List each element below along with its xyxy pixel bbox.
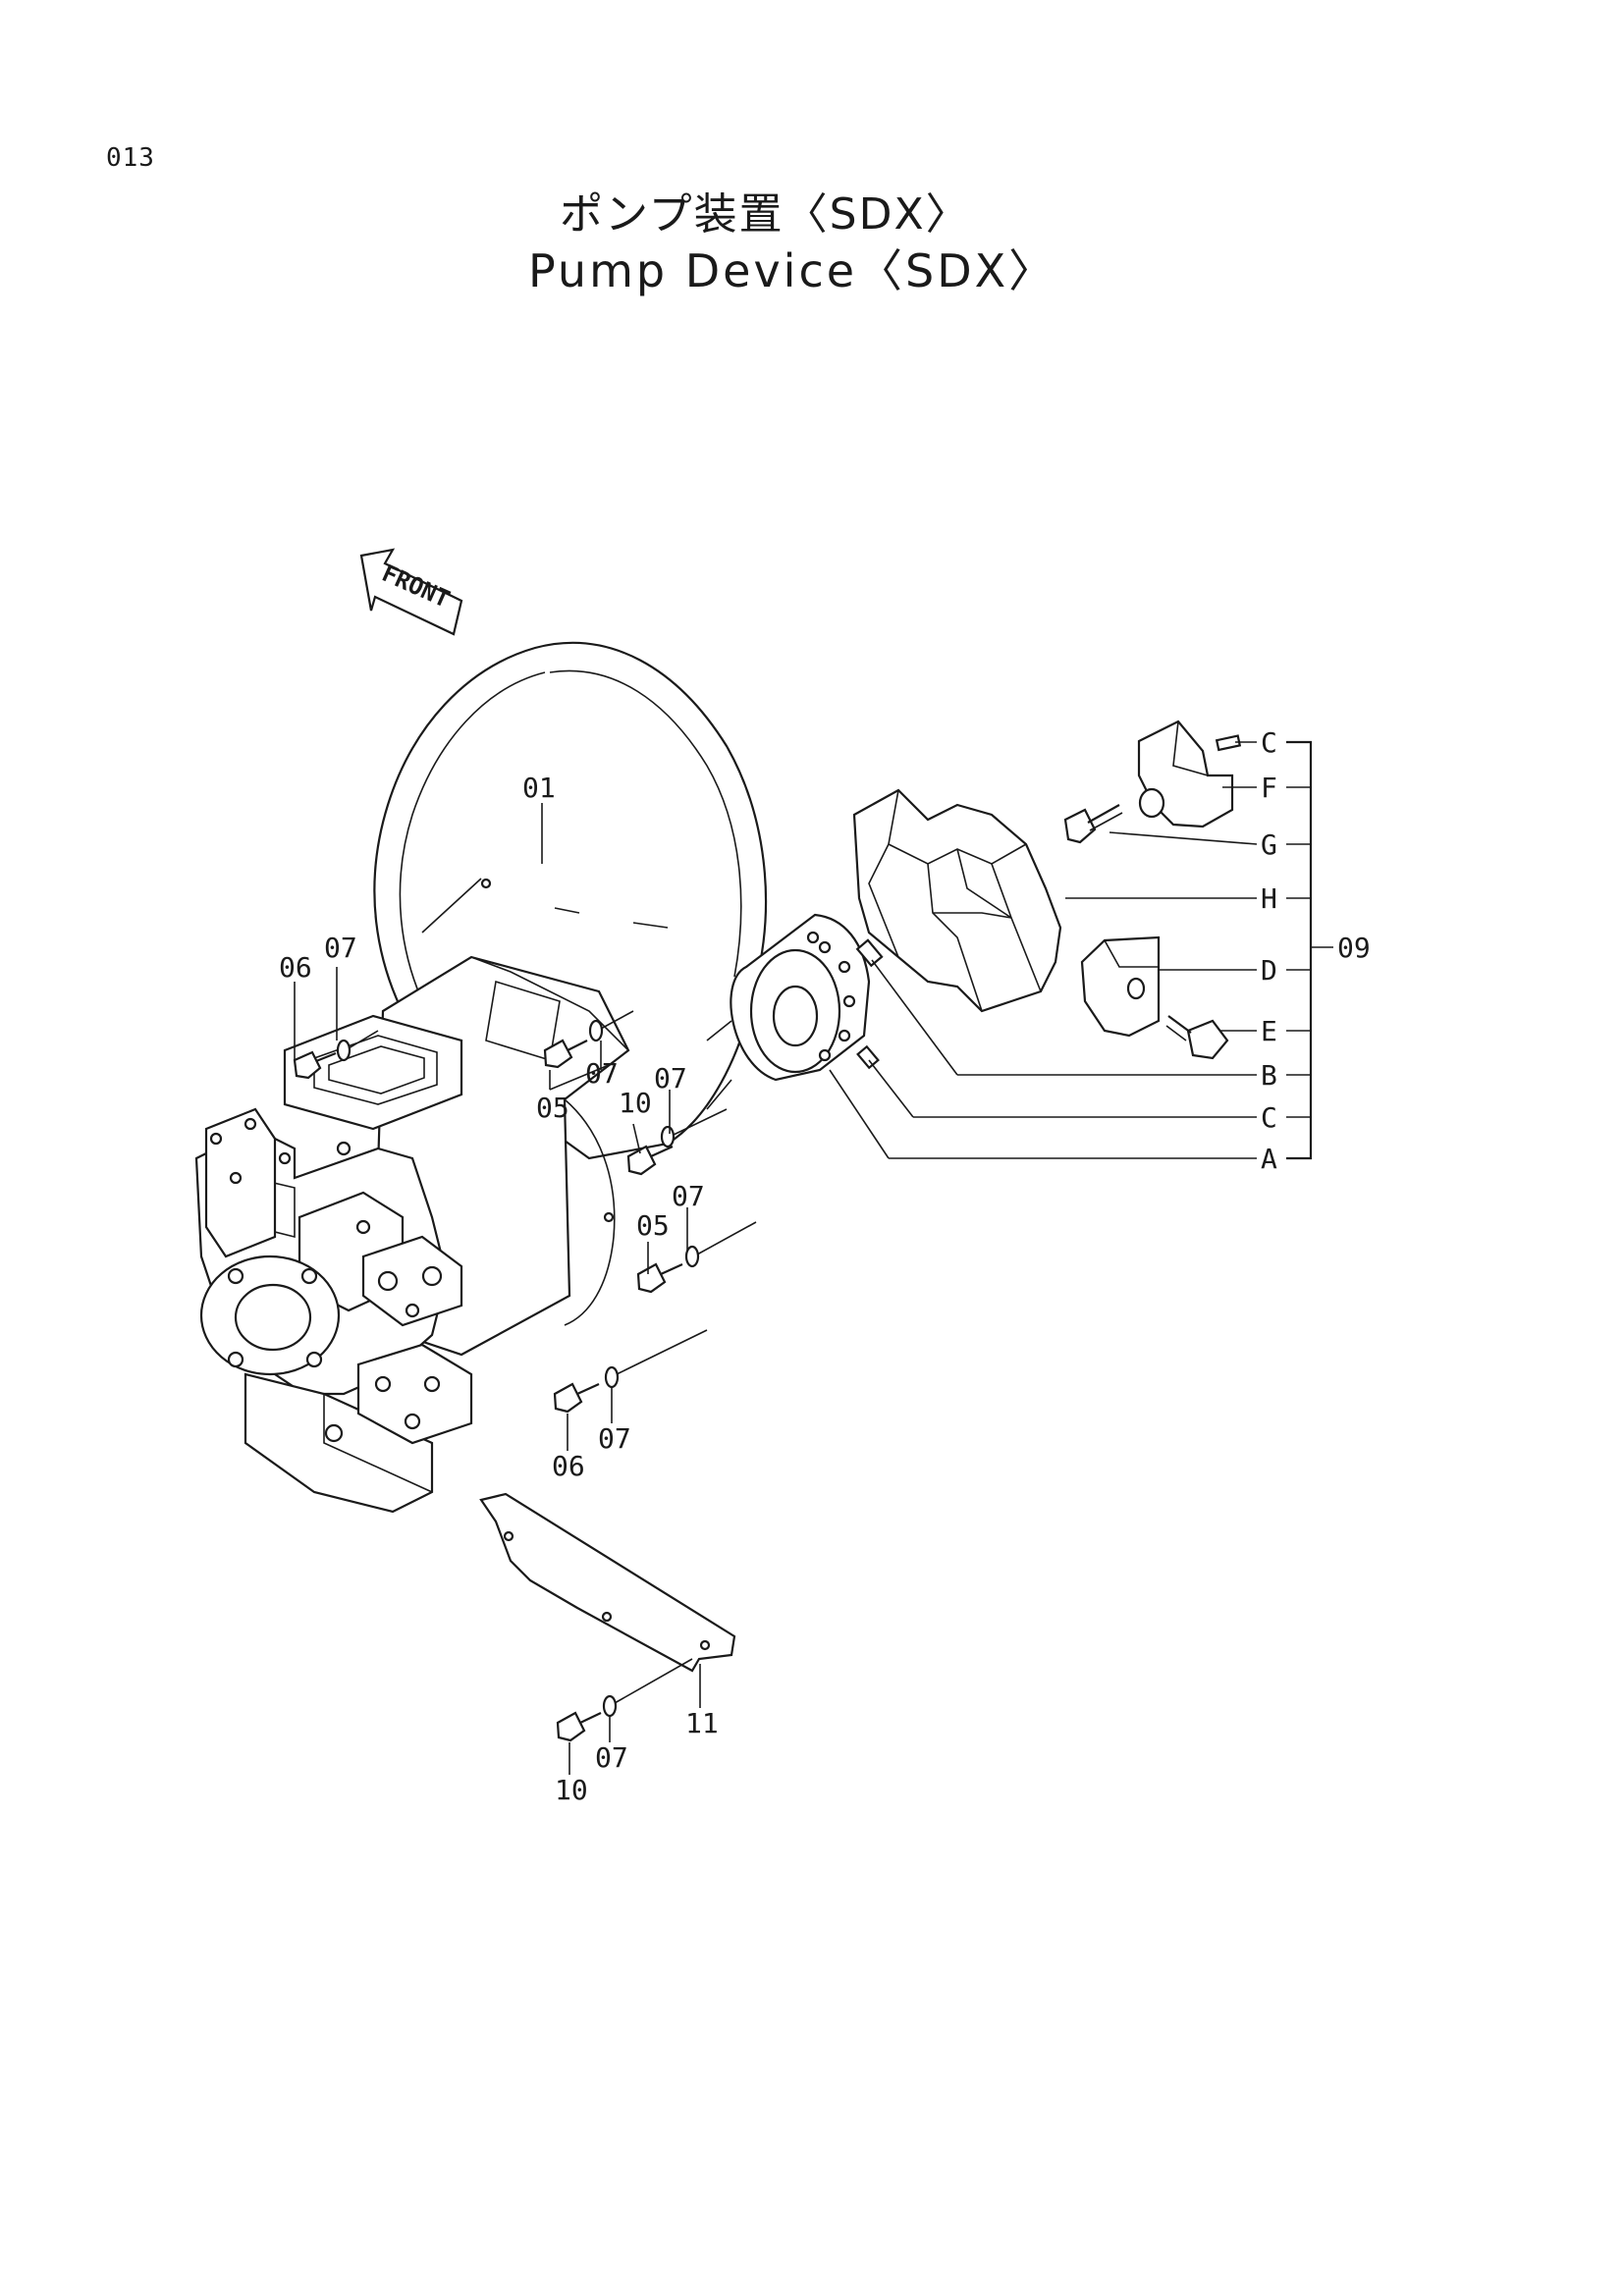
callout-07b: 07 [585, 1057, 619, 1090]
title-japanese: ポンプ装置〈SDX〉 [560, 189, 971, 240]
kit-letter-f: F [1261, 772, 1277, 804]
title-english: Pump Device〈SDX〉 [528, 244, 1057, 297]
callout-10b: 10 [555, 1774, 588, 1806]
front-arrow-icon: FRONT [359, 548, 463, 636]
callout-labels: 01 06 07 07 05 10 07 07 05 06 07 11 10 0… [279, 772, 1371, 1806]
kit-letter-a: A [1261, 1143, 1277, 1175]
callout-07a: 07 [324, 932, 357, 964]
bolts-and-washers-drawing [293, 1010, 757, 1742]
leader-lines [294, 740, 1333, 1775]
kit-item-letters: C F G H D E B C A [1261, 726, 1277, 1175]
callout-07c: 07 [654, 1062, 687, 1095]
kit-letter-b: B [1261, 1059, 1277, 1092]
callout-07e: 07 [598, 1422, 631, 1455]
coupling-segments-drawing [1063, 720, 1242, 1060]
kit-letter-g: G [1261, 828, 1277, 861]
callout-06a: 06 [279, 951, 312, 984]
kit-letter-d: D [1261, 954, 1277, 987]
kit-letter-c-bottom: C [1261, 1101, 1277, 1134]
callout-05a: 05 [536, 1092, 569, 1124]
callout-06b: 06 [552, 1450, 585, 1482]
callout-01: 01 [522, 772, 556, 804]
callout-07d: 07 [672, 1180, 705, 1212]
front-arrow-label: FRONT [378, 560, 454, 614]
page-number: 013 [106, 143, 155, 173]
callout-10a: 10 [619, 1087, 652, 1119]
rubber-coupling-drawing [852, 788, 1062, 1013]
coupling-hub-drawing [730, 913, 884, 1082]
callout-05b: 05 [636, 1209, 670, 1242]
kit-letter-h: H [1261, 882, 1277, 915]
callout-09: 09 [1337, 932, 1371, 964]
callout-11: 11 [685, 1707, 719, 1739]
bracket-plate-drawing [479, 1492, 736, 1673]
kit-letter-e: E [1261, 1015, 1277, 1047]
callout-07f: 07 [595, 1741, 628, 1774]
kit-letter-c-top: C [1261, 726, 1277, 759]
